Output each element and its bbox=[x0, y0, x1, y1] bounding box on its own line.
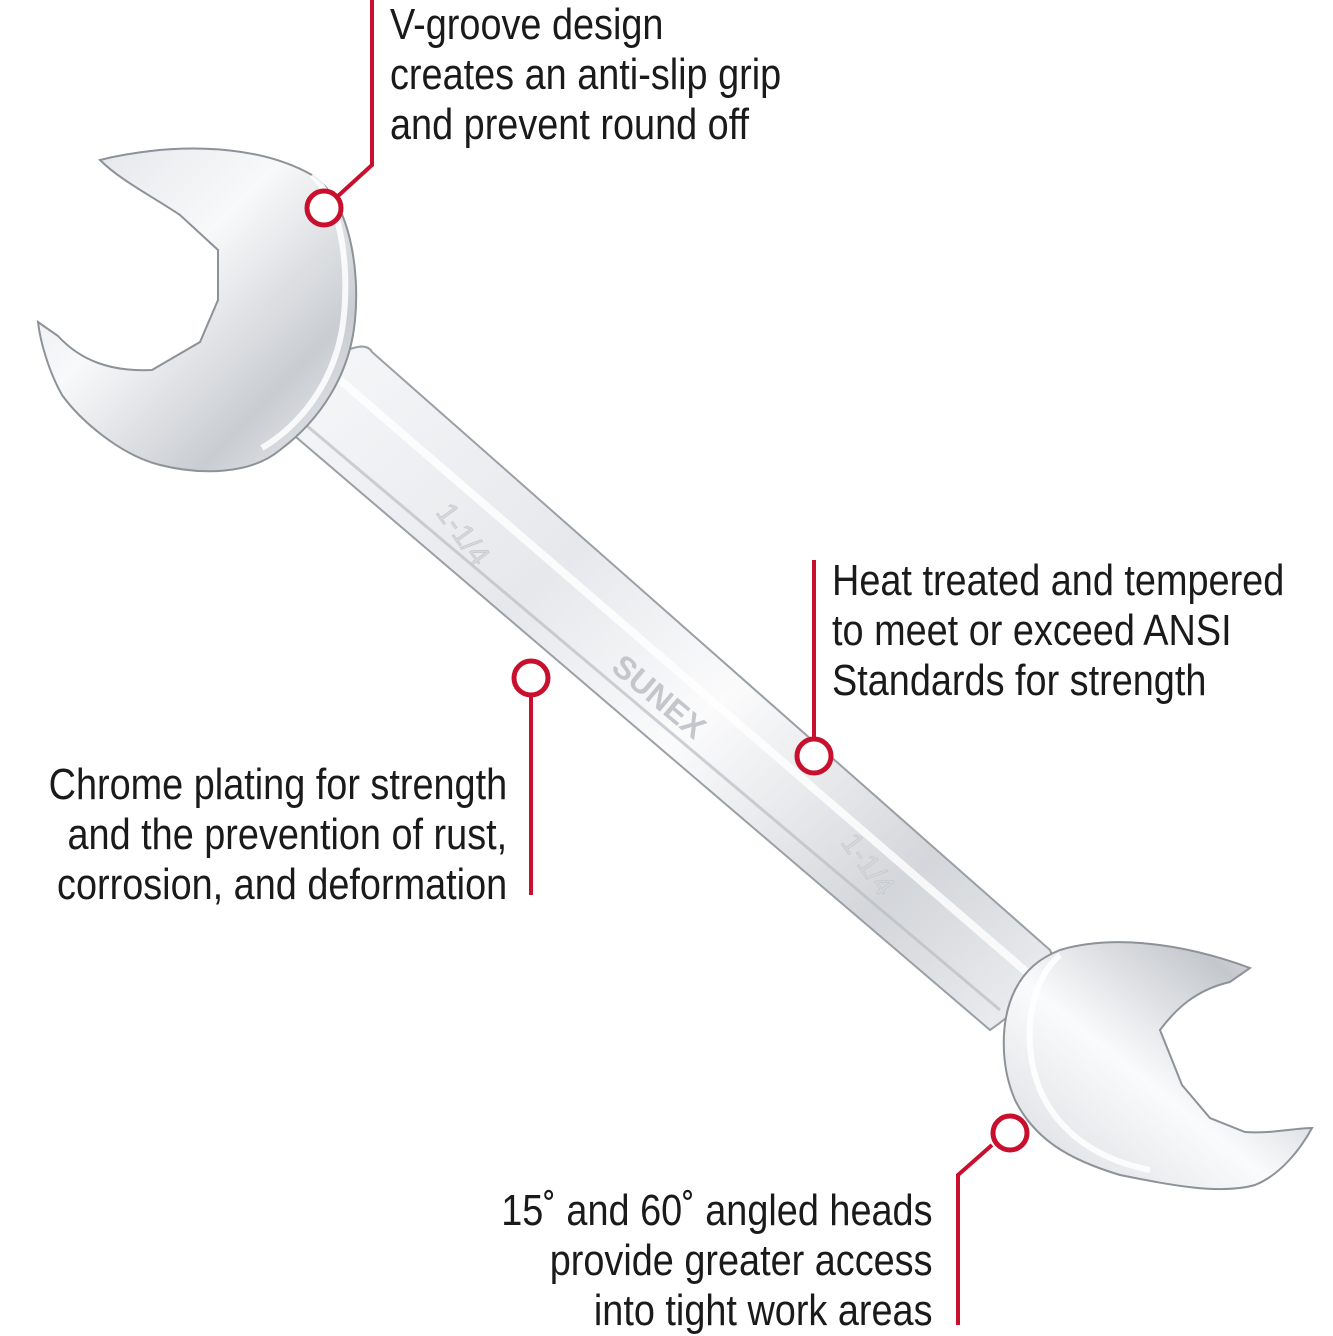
callout-line: into tight work areas bbox=[594, 1286, 933, 1335]
callout-line: V-groove design bbox=[390, 0, 664, 49]
callout-line: and prevent round off bbox=[390, 100, 750, 149]
callout-angled-leader bbox=[956, 1113, 1030, 1325]
callout-heat-text: Heat treated and tempered to meet or exc… bbox=[832, 556, 1284, 706]
callout-line: 15˚ and 60˚ angled heads bbox=[501, 1186, 933, 1235]
wrench-head-bottom bbox=[1002, 941, 1314, 1191]
callout-heat-marker bbox=[794, 736, 834, 776]
callout-line: Standards for strength bbox=[832, 656, 1207, 705]
callout-vgroove-text: V-groove design creates an anti-slip gri… bbox=[390, 0, 781, 150]
callout-chrome-leader bbox=[511, 658, 551, 895]
callout-line: and the prevention of rust, bbox=[67, 810, 507, 859]
callout-line: Chrome plating for strength bbox=[48, 760, 507, 809]
callout-line: provide greater access bbox=[550, 1236, 933, 1285]
callout-angled-text: 15˚ and 60˚ angled heads provide greater… bbox=[502, 1186, 933, 1336]
callout-angled-marker bbox=[990, 1113, 1030, 1153]
wrench: 1-1/4 SUNEX 1-1/4 bbox=[36, 147, 1314, 1191]
callout-heat-leader bbox=[794, 560, 834, 776]
wrench-shaft-bevel bbox=[299, 418, 1001, 1012]
wrench-shaft-highlight bbox=[337, 376, 1033, 979]
callout-vgroove-leader bbox=[304, 0, 374, 228]
callout-line: Heat treated and tempered bbox=[832, 556, 1285, 605]
callout-line: creates an anti-slip grip bbox=[390, 50, 782, 99]
callout-line: to meet or exceed ANSI bbox=[832, 606, 1232, 655]
callout-chrome-marker bbox=[511, 658, 551, 698]
wrench-head-bottom-face bbox=[1026, 952, 1151, 1173]
callout-line: corrosion, and deformation bbox=[56, 860, 507, 909]
callout-vgroove-marker bbox=[304, 188, 344, 228]
callout-chrome-text: Chrome plating for strength and the prev… bbox=[48, 760, 507, 910]
